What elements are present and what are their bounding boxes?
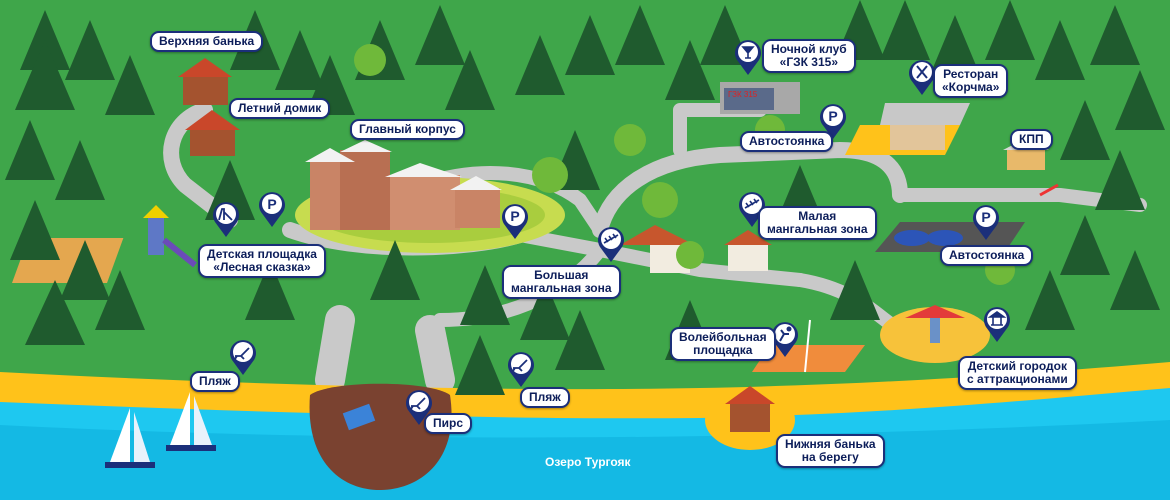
svg-text:P: P: [981, 209, 990, 225]
lake-name: Озеро Тургояк: [545, 455, 631, 469]
label-checkpoint[interactable]: КПП: [1010, 129, 1053, 150]
parking-icon-center[interactable]: P: [500, 202, 530, 240]
label-pier[interactable]: Пирс: [424, 413, 473, 434]
label-night-club[interactable]: Ночной клуб«ГЗК 315»: [762, 39, 856, 73]
cocktail-icon[interactable]: [733, 38, 763, 76]
label-parking-right[interactable]: Автостоянка: [940, 245, 1034, 266]
fork-knife-icon[interactable]: [907, 58, 937, 96]
club-sign: ГЗК 315: [728, 90, 758, 99]
grill-icon-big[interactable]: [596, 225, 626, 263]
sailboats: [105, 392, 216, 468]
label-kids-playground[interactable]: Детская площадка«Лесная сказка»: [198, 244, 326, 278]
beach-chair-icon-mid[interactable]: [506, 350, 536, 388]
label-beach-mid[interactable]: Пляж: [520, 387, 570, 408]
label-main-building[interactable]: Главный корпус: [350, 119, 465, 140]
beach-chair-icon-pier[interactable]: [404, 388, 434, 426]
parking-icon-right[interactable]: P: [971, 203, 1001, 241]
label-upper-bath[interactable]: Верхняя банька: [150, 31, 264, 52]
svg-text:P: P: [828, 108, 837, 124]
main-building: [305, 140, 502, 230]
parking-icon-top[interactable]: P: [818, 102, 848, 140]
label-restaurant[interactable]: Ресторан«Корчма»: [933, 64, 1009, 98]
parking-icon-left[interactable]: P: [257, 190, 287, 228]
label-parking-top[interactable]: Автостоянка: [740, 131, 834, 152]
beach-chair-icon-left[interactable]: [228, 338, 258, 376]
playground-icon[interactable]: [211, 200, 241, 238]
svg-text:P: P: [267, 196, 276, 212]
cottages: [178, 58, 775, 432]
svg-text:P: P: [510, 208, 519, 224]
volleyball-icon[interactable]: [770, 320, 800, 358]
grill-icon-small[interactable]: [737, 190, 767, 228]
label-beach-left[interactable]: Пляж: [190, 371, 240, 392]
carousel-icon[interactable]: [982, 305, 1012, 343]
label-summer-house[interactable]: Летний домик: [229, 98, 331, 119]
